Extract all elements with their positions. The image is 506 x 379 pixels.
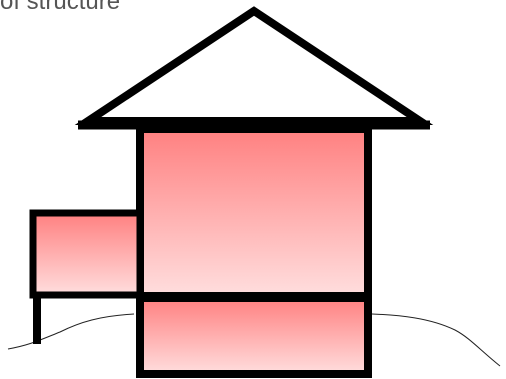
ground-line: [7, 313, 501, 367]
upper-floor: [136, 125, 372, 300]
roof: [74, 6, 434, 125]
lower-floor: [136, 294, 372, 378]
diagram-caption: of structure: [0, 0, 121, 15]
side-annex: [29, 209, 144, 299]
